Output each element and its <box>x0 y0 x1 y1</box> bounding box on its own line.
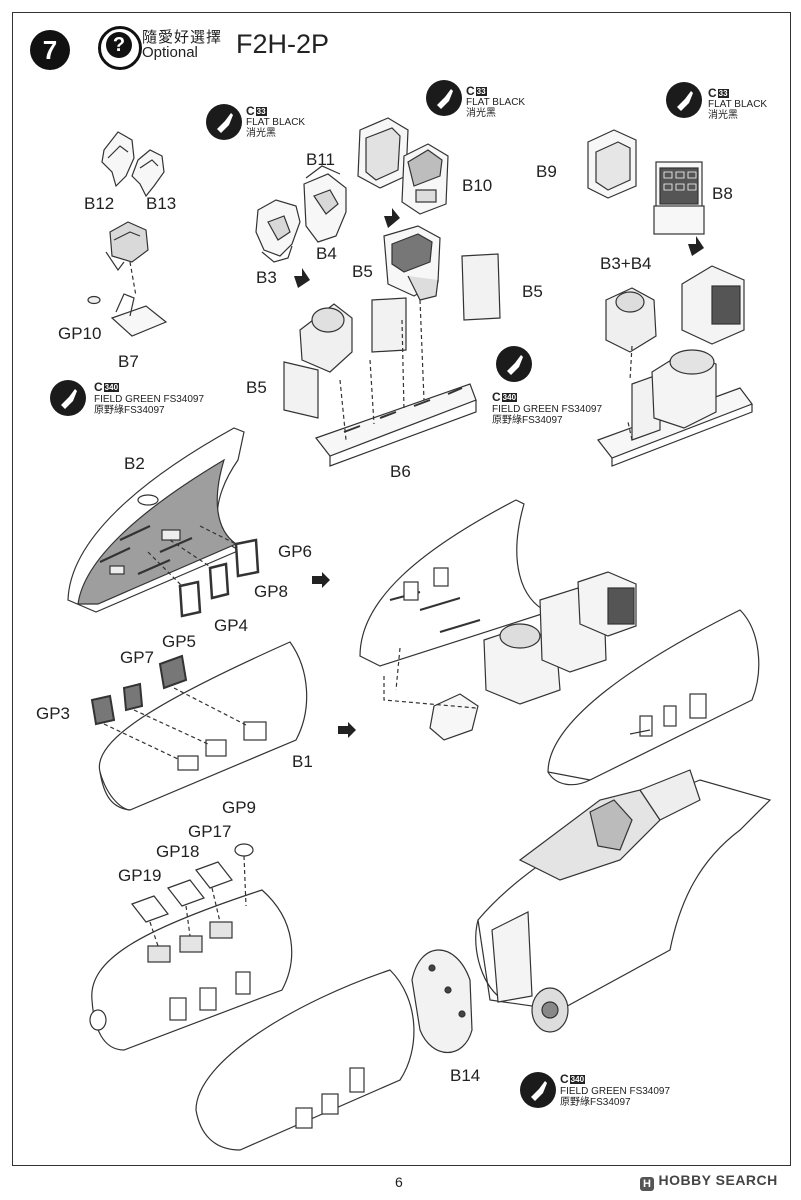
optional-label-zh: 隨愛好選擇 <box>142 29 223 46</box>
part-label-b10: B10 <box>462 176 493 195</box>
part-label-b5: B5 <box>352 262 373 281</box>
paint-name-en: FLAT BLACK <box>708 99 768 110</box>
optional-icon: ? <box>98 26 142 70</box>
paint-name-en: FLAT BLACK <box>466 97 526 108</box>
part-label-gp6: GP6 <box>278 542 313 561</box>
part-label-b11: B11 <box>306 150 335 169</box>
part-label-b4: B4 <box>316 244 337 263</box>
part-label-b5: B5 <box>522 282 543 301</box>
part-label-b2: B2 <box>124 454 145 473</box>
part-label-gp3: GP3 <box>36 704 71 723</box>
paint-brush-icon <box>520 1072 556 1108</box>
part-label-gp19: GP19 <box>118 866 162 885</box>
watermark-text: HOBBY SEARCH <box>658 1172 778 1188</box>
paint-brush-icon <box>206 104 242 140</box>
paint-name-en: FIELD GREEN FS34097 <box>560 1086 671 1097</box>
paint-name-zh: 原野綠FS34097 <box>560 1097 631 1108</box>
part-label-b3-b4: B3+B4 <box>600 254 652 273</box>
part-b3-b4-drawing <box>255 165 347 263</box>
fuselage-main-drawing <box>475 769 772 1033</box>
paint-name-en: FIELD GREEN FS34097 <box>492 404 603 415</box>
part-label-b1: B1 <box>292 752 313 771</box>
step-number-badge: 7 <box>30 30 70 70</box>
step-number: 7 <box>42 35 58 65</box>
part-label-gp4: GP4 <box>214 616 249 635</box>
arrow-2 <box>338 722 356 738</box>
part-label-b3: B3 <box>256 268 277 287</box>
part-label-b12: B12 <box>84 194 115 213</box>
part-label-b9: B9 <box>536 162 557 181</box>
paint-name-zh: 消光黑 <box>246 128 276 139</box>
paint-brush-icon <box>50 380 86 416</box>
page-frame <box>12 12 791 1166</box>
optional-label-en: Optional <box>142 44 198 61</box>
part-label-b5: B5 <box>246 378 267 397</box>
part-label-b13: B13 <box>146 194 177 213</box>
clear-parts-gp4-gp6-gp8 <box>147 525 260 618</box>
paint-brush-icon <box>426 80 462 116</box>
part-b6-assembly-drawing <box>283 225 501 467</box>
nose-right-drawing <box>547 609 760 786</box>
fuselage-b2-drawing <box>67 427 245 613</box>
part-label-b14: B14 <box>450 1066 481 1085</box>
part-b14-drawing <box>411 949 473 1054</box>
part-b7-drawing <box>87 221 168 337</box>
watermark-logo-icon: H <box>640 1177 654 1191</box>
watermark: H HOBBY SEARCH <box>640 1172 790 1192</box>
nose-gp-drawing <box>89 843 293 1051</box>
part-label-gp5: GP5 <box>162 632 197 651</box>
part-label-gp8: GP8 <box>254 582 289 601</box>
paint-name-zh: 原野綠FS34097 <box>492 415 563 426</box>
paint-brush-icon <box>496 346 532 382</box>
part-b8-b9-drawing <box>587 129 705 235</box>
part-label-gp7: GP7 <box>120 648 155 667</box>
part-label-b7: B7 <box>118 352 139 371</box>
part-label-b8: B8 <box>712 184 733 203</box>
arrow-1 <box>312 572 330 588</box>
part-b12-b13-drawing <box>101 131 165 198</box>
paint-name-zh: 消光黑 <box>708 110 738 121</box>
fuselage-assembly-drawing <box>359 499 637 741</box>
part-label-gp9: GP9 <box>222 798 257 817</box>
paint-name-zh: 原野綠FS34097 <box>94 405 165 416</box>
part-b10-b11-drawing <box>357 117 449 215</box>
completed-cockpit-drawing <box>597 265 753 467</box>
nose-bottom-drawing <box>195 969 415 1151</box>
paint-name-en: FIELD GREEN FS34097 <box>94 394 205 405</box>
part-label-gp10: GP10 <box>58 324 102 343</box>
part-label-gp18: GP18 <box>156 842 200 861</box>
part-label-b6: B6 <box>390 462 411 481</box>
paint-name-zh: 消光黑 <box>466 108 496 119</box>
nose-b1-drawing <box>90 641 308 811</box>
model-name: F2H-2P <box>236 29 330 59</box>
paint-name-en: FLAT BLACK <box>246 117 306 128</box>
part-label-gp17: GP17 <box>188 822 232 841</box>
paint-brush-icon <box>666 82 702 118</box>
page-number: 6 <box>395 1174 403 1190</box>
